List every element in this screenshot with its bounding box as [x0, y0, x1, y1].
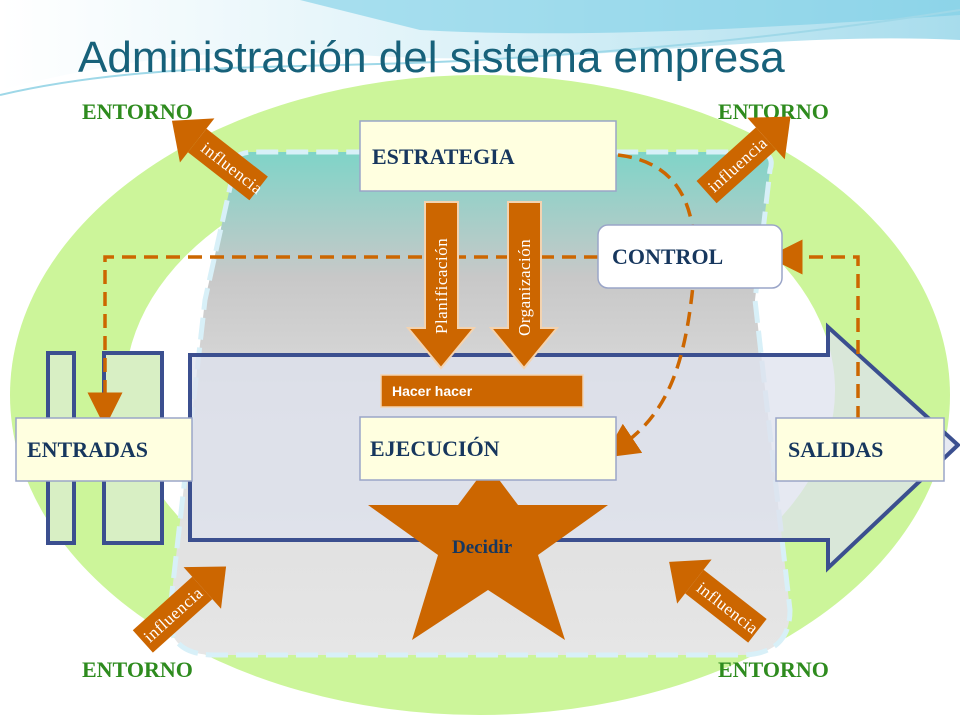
- execution-label: EJECUCIÓN: [370, 436, 500, 461]
- strategy-box: [359, 120, 617, 192]
- inputs-box: [15, 417, 193, 482]
- delegate-bar-label: Hacer hacer: [392, 383, 473, 399]
- planning-arrow: Planificación: [405, 201, 477, 370]
- execution-box: [359, 416, 617, 481]
- outputs-box: [775, 417, 945, 482]
- outputs-label: SALIDAS: [788, 437, 883, 462]
- inputs-label: ENTRADAS: [27, 437, 148, 462]
- control-label: CONTROL: [612, 244, 723, 269]
- organization-arrow: Organización: [488, 201, 560, 370]
- environment-label-bottom-right: ENTORNO: [718, 657, 829, 682]
- environment-label-top-left: ENTORNO: [82, 99, 193, 124]
- planning-label: Planificación: [432, 238, 451, 334]
- control-box: [597, 224, 783, 289]
- decide-label: Decidir: [452, 537, 513, 558]
- strategy-label: ESTRATEGIA: [372, 144, 515, 169]
- environment-label-bottom-left: ENTORNO: [82, 657, 193, 682]
- delegate-bar: [380, 374, 584, 408]
- header-wave: [0, 0, 960, 96]
- page-title: Administración del sistema empresa: [78, 33, 785, 82]
- organization-label: Organización: [515, 239, 534, 336]
- decide-star: [368, 465, 608, 640]
